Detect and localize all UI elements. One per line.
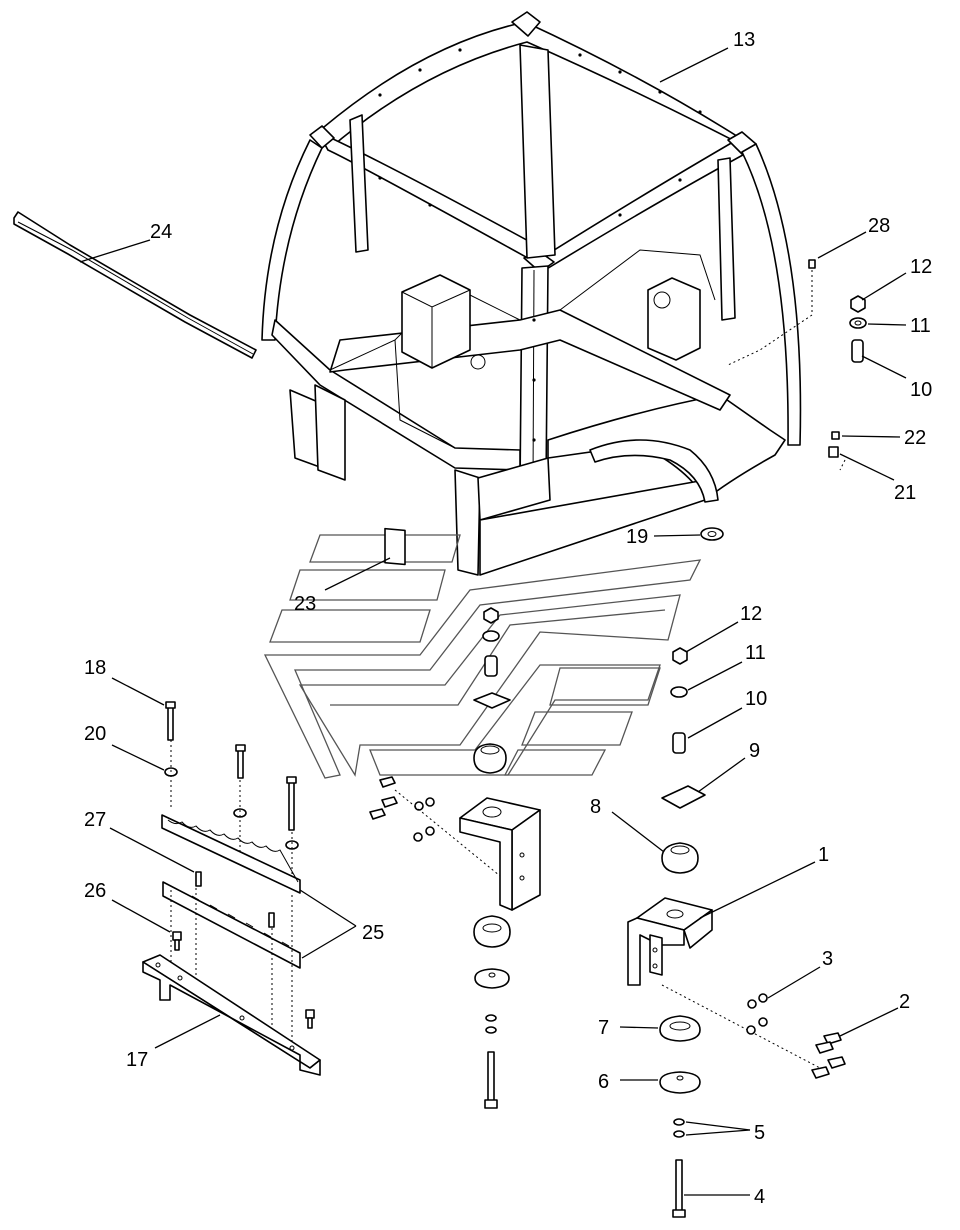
callout-1: 1 [818, 844, 829, 866]
callout-28: 28 [868, 215, 890, 237]
callout-12-top: 12 [910, 256, 932, 278]
right-mount-stack [627, 647, 846, 1218]
callout-5: 5 [754, 1122, 765, 1144]
background-outline-shapes [263, 534, 702, 779]
callout-11-mid: 11 [745, 642, 766, 664]
callout-4: 4 [754, 1186, 765, 1208]
callout-9: 9 [749, 740, 760, 762]
cab-frame [261, 11, 802, 576]
callout-3: 3 [822, 948, 833, 970]
callout-18: 18 [84, 657, 106, 679]
callout-12-mid: 12 [740, 603, 762, 625]
callout-10-mid: 10 [745, 688, 767, 710]
upper-right-fasteners [727, 259, 867, 471]
center-mount-stack [369, 527, 724, 1109]
callout-20: 20 [84, 723, 106, 745]
callout-2: 2 [899, 991, 910, 1013]
decal-part-23 [384, 527, 406, 566]
callout-22: 22 [904, 427, 926, 449]
rivet-dots [378, 48, 702, 442]
callout-26: 26 [84, 880, 106, 902]
step-bracket-assembly [142, 701, 321, 1076]
callout-13: 13 [733, 29, 755, 51]
callout-11-top: 11 [910, 315, 931, 337]
callout-27: 27 [84, 809, 106, 831]
leader-lines [79, 47, 907, 1196]
callout-17: 17 [126, 1049, 148, 1071]
callout-8: 8 [590, 796, 601, 818]
callout-labels: 13 24 28 12 11 10 22 21 19 23 12 11 10 9… [84, 29, 932, 1208]
callout-23: 23 [294, 593, 316, 615]
callout-19: 19 [626, 526, 648, 548]
callout-25: 25 [362, 922, 384, 944]
callout-10-top: 10 [910, 379, 932, 401]
rail-part-24 [13, 211, 257, 359]
callout-24: 24 [150, 221, 172, 243]
callout-7: 7 [598, 1017, 609, 1039]
callout-21: 21 [894, 482, 916, 504]
callout-6: 6 [598, 1071, 609, 1093]
